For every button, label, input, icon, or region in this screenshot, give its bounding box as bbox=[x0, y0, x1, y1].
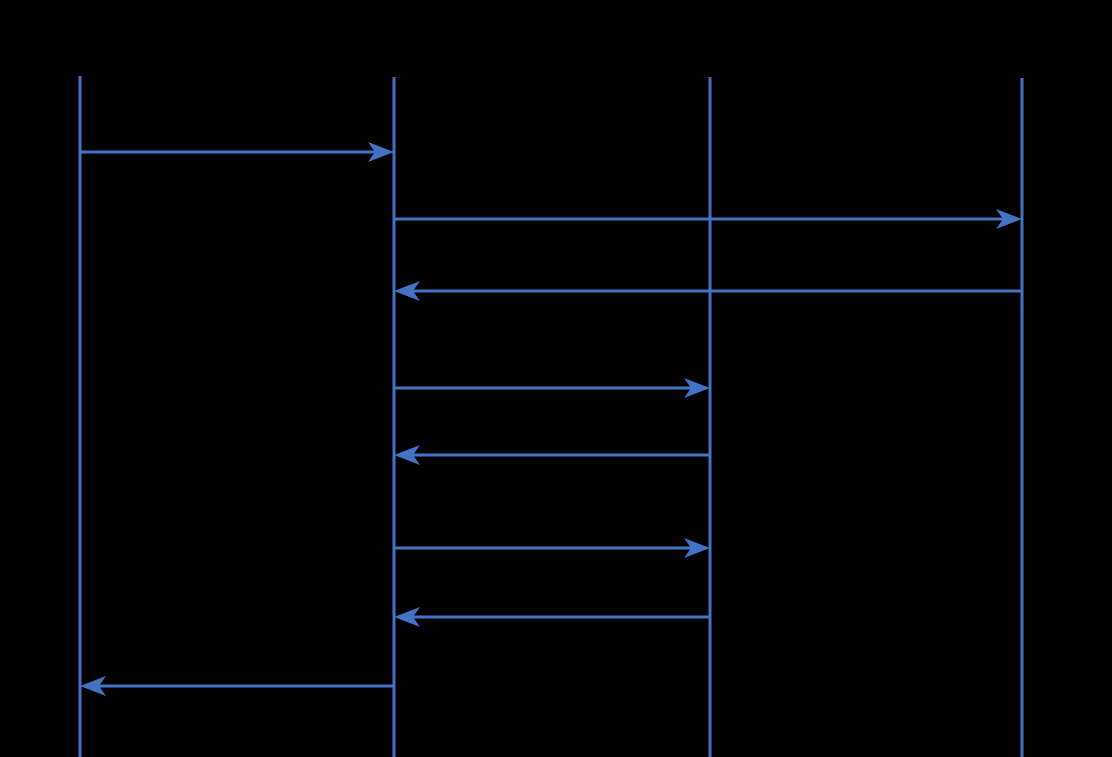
message-4-arrowhead-icon bbox=[684, 378, 710, 398]
message-3-arrowhead-icon bbox=[394, 281, 420, 301]
message-8 bbox=[80, 676, 394, 696]
message-7 bbox=[394, 607, 710, 627]
message-3 bbox=[394, 281, 1022, 301]
message-8-arrowhead-icon bbox=[80, 676, 106, 696]
message-5 bbox=[394, 445, 710, 465]
message-1 bbox=[80, 142, 394, 162]
message-5-arrowhead-icon bbox=[394, 445, 420, 465]
message-6-arrowhead-icon bbox=[684, 538, 710, 558]
message-6 bbox=[394, 538, 710, 558]
message-4 bbox=[394, 378, 710, 398]
message-1-arrowhead-icon bbox=[368, 142, 394, 162]
message-7-arrowhead-icon bbox=[394, 607, 420, 627]
message-2 bbox=[394, 209, 1022, 229]
message-2-arrowhead-icon bbox=[996, 209, 1022, 229]
